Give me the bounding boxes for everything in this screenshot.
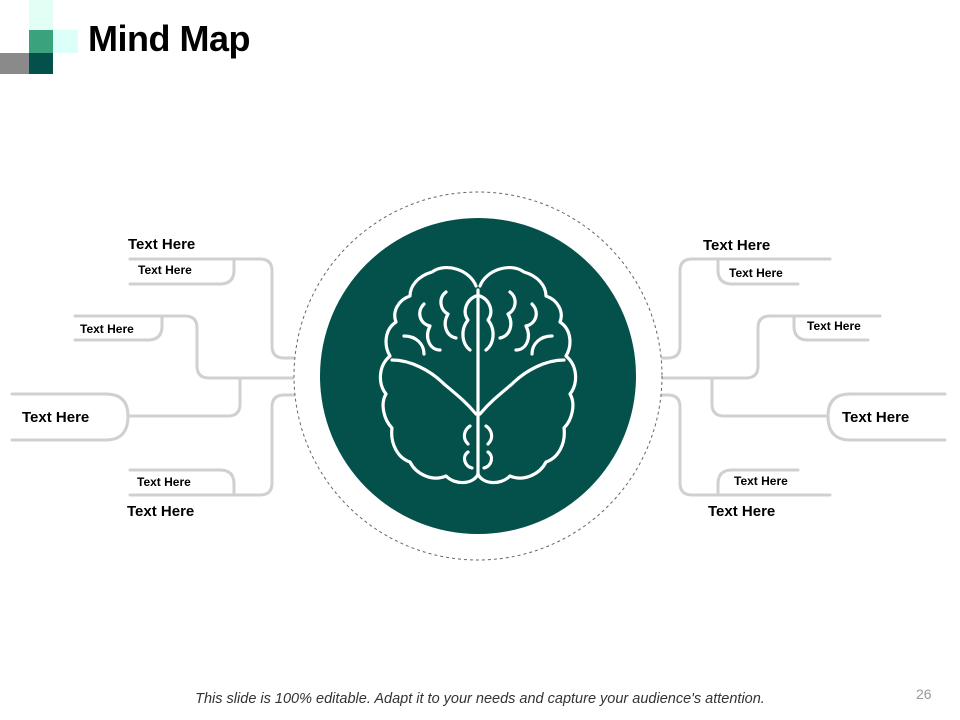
brain-icon xyxy=(378,266,578,485)
right-pill-upper xyxy=(792,314,870,342)
right-bottom-label: Text Here xyxy=(708,503,776,520)
decor-square-dark xyxy=(29,53,53,74)
left-top-sub-label: Text Here xyxy=(138,263,192,277)
connector-lines xyxy=(10,257,947,497)
right-connector-middle-arm xyxy=(710,376,830,418)
right-connector-top xyxy=(660,257,832,360)
left-top-label: Text Here xyxy=(128,236,196,253)
left-middle-label: Text Here xyxy=(22,409,90,426)
decor-square-grey xyxy=(0,53,29,74)
page-number: 26 xyxy=(916,686,932,702)
left-lower-sub-label: Text Here xyxy=(137,475,191,489)
left-connector-middle-arm xyxy=(126,376,242,418)
right-top-sub-label: Text Here xyxy=(729,266,783,280)
right-lower-sub-label: Text Here xyxy=(734,474,788,488)
right-pill-top xyxy=(716,257,800,286)
left-upper-sub-label: Text Here xyxy=(80,322,134,336)
page-title: Mind Map xyxy=(88,18,250,59)
left-connector-upper xyxy=(73,314,296,380)
left-bottom-label: Text Here xyxy=(127,503,195,520)
decor-square-cyan xyxy=(53,30,78,53)
right-connector-lower xyxy=(660,393,832,497)
decor-square-light xyxy=(29,0,53,30)
left-connector-top xyxy=(128,257,296,360)
right-upper-sub-label: Text Here xyxy=(807,319,861,333)
right-connector-upper xyxy=(660,314,882,380)
left-pill-top xyxy=(128,257,236,286)
right-pill-lower xyxy=(716,468,800,497)
left-pill-lower xyxy=(128,468,236,497)
right-top-label: Text Here xyxy=(703,237,771,254)
left-connector-lower xyxy=(128,393,296,497)
footer-note: This slide is 100% editable. Adapt it to… xyxy=(195,691,765,707)
right-middle-label: Text Here xyxy=(842,409,910,426)
decor-square-mid xyxy=(29,30,53,53)
left-pill-upper xyxy=(73,314,164,342)
